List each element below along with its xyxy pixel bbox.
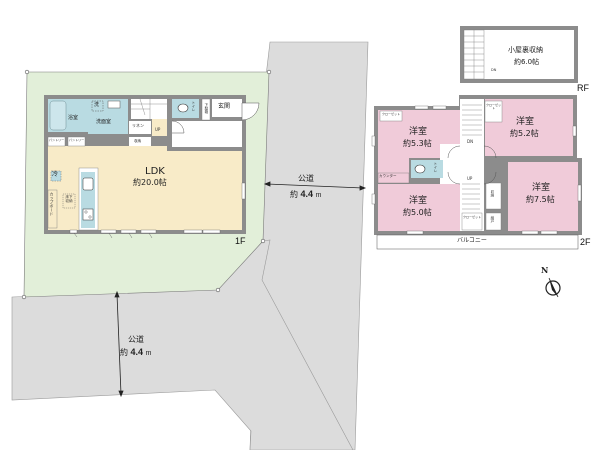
south-road-width-value: 4.4 <box>130 347 144 357</box>
stairs-up-label-1f: UP <box>155 127 161 132</box>
south-road-name: 公道 <box>128 335 144 344</box>
entrance-area <box>212 99 242 117</box>
cupboard-label: カップボード <box>49 192 55 216</box>
pantry-right-label: パントリー <box>69 138 85 142</box>
entrance-label: 玄関 <box>218 103 231 110</box>
room-se-size: 約7.5帖 <box>526 195 555 204</box>
room-ne-label: 洋室 <box>516 117 535 127</box>
floor-tag-rf: RF <box>577 83 589 93</box>
hallway-1f <box>172 121 242 147</box>
east-road-name: 公道 <box>298 174 314 183</box>
east-road-dimension <box>263 181 367 191</box>
room-nw-label: 洋室 <box>409 127 428 137</box>
room-sw <box>378 184 460 231</box>
pantry-left-label: パントリー <box>49 138 65 142</box>
underfloor-storage-label: 床下収納 <box>65 195 73 203</box>
room-nw-size: 約5.3帖 <box>403 139 432 148</box>
toilet-1f-label: トイレ <box>191 101 196 112</box>
compass-label: N <box>541 265 549 275</box>
east-road-prefix: 約 <box>290 190 298 199</box>
south-road-width-unit: m <box>145 350 152 357</box>
south-road-prefix: 約 <box>120 348 128 357</box>
shoe-storage-label: 下駄箱 <box>204 103 209 114</box>
stairs-down-label-2f: DN <box>467 139 474 144</box>
room-sw-size: 約5.0帖 <box>403 208 432 217</box>
stairs-down-label-rf: DN <box>491 68 497 72</box>
attic-label: 小屋裏収納 <box>508 46 543 54</box>
east-road-label: 公道 <box>298 174 314 184</box>
storage-small-label: 収納 <box>134 139 141 143</box>
room-se-label: 洋室 <box>532 183 551 193</box>
toilet-2f-label: トイレ <box>433 162 438 173</box>
north-compass-icon <box>545 277 561 298</box>
attic-size: 約6.0帖 <box>514 58 540 66</box>
room-ne-closet: クローゼット <box>486 103 502 111</box>
linen-label: リネン <box>132 123 144 128</box>
floor-tag-2f: 2F <box>580 237 591 247</box>
storage-b-label: 納戸 <box>490 216 495 223</box>
balcony-area <box>376 234 579 250</box>
counter-label: カウンター <box>379 174 397 178</box>
room-nw <box>378 110 460 173</box>
room-sw-label: 洋室 <box>409 196 428 206</box>
room-sw-closet: クローゼット <box>463 215 482 219</box>
storage-a-label: 収納 <box>490 190 495 197</box>
south-road-width: 約 4.4 m <box>120 347 151 358</box>
east-road-width-value: 4.4 <box>300 189 314 199</box>
toilet-2f-area <box>411 160 443 178</box>
room-ne <box>485 99 573 156</box>
floor-tag-1f: 1F <box>235 236 246 246</box>
fridge-label: 冷 <box>52 171 59 178</box>
east-road-width-unit: m <box>315 192 322 199</box>
room-ne-size: 約5.2帖 <box>510 129 539 138</box>
south-road-label: 公道 <box>128 335 144 345</box>
linen-area <box>129 121 151 134</box>
room-se <box>508 162 578 231</box>
washroom-label: 洗面室 <box>96 119 112 125</box>
washer-mark: 洗 <box>94 102 100 108</box>
bathroom-label: 浴室 <box>68 115 79 121</box>
east-road-width: 約 4.4 m <box>290 189 321 200</box>
balcony-label: バルコニー <box>457 237 487 244</box>
south-road-dimension <box>114 290 124 398</box>
stairs-up-label-2f: UP <box>467 176 473 181</box>
ldk-size: 約20.0帖 <box>133 178 167 187</box>
shoe-storage <box>201 98 211 121</box>
ldk-label: LDK <box>145 166 165 177</box>
room-nw-closet: クローゼット <box>381 112 400 116</box>
